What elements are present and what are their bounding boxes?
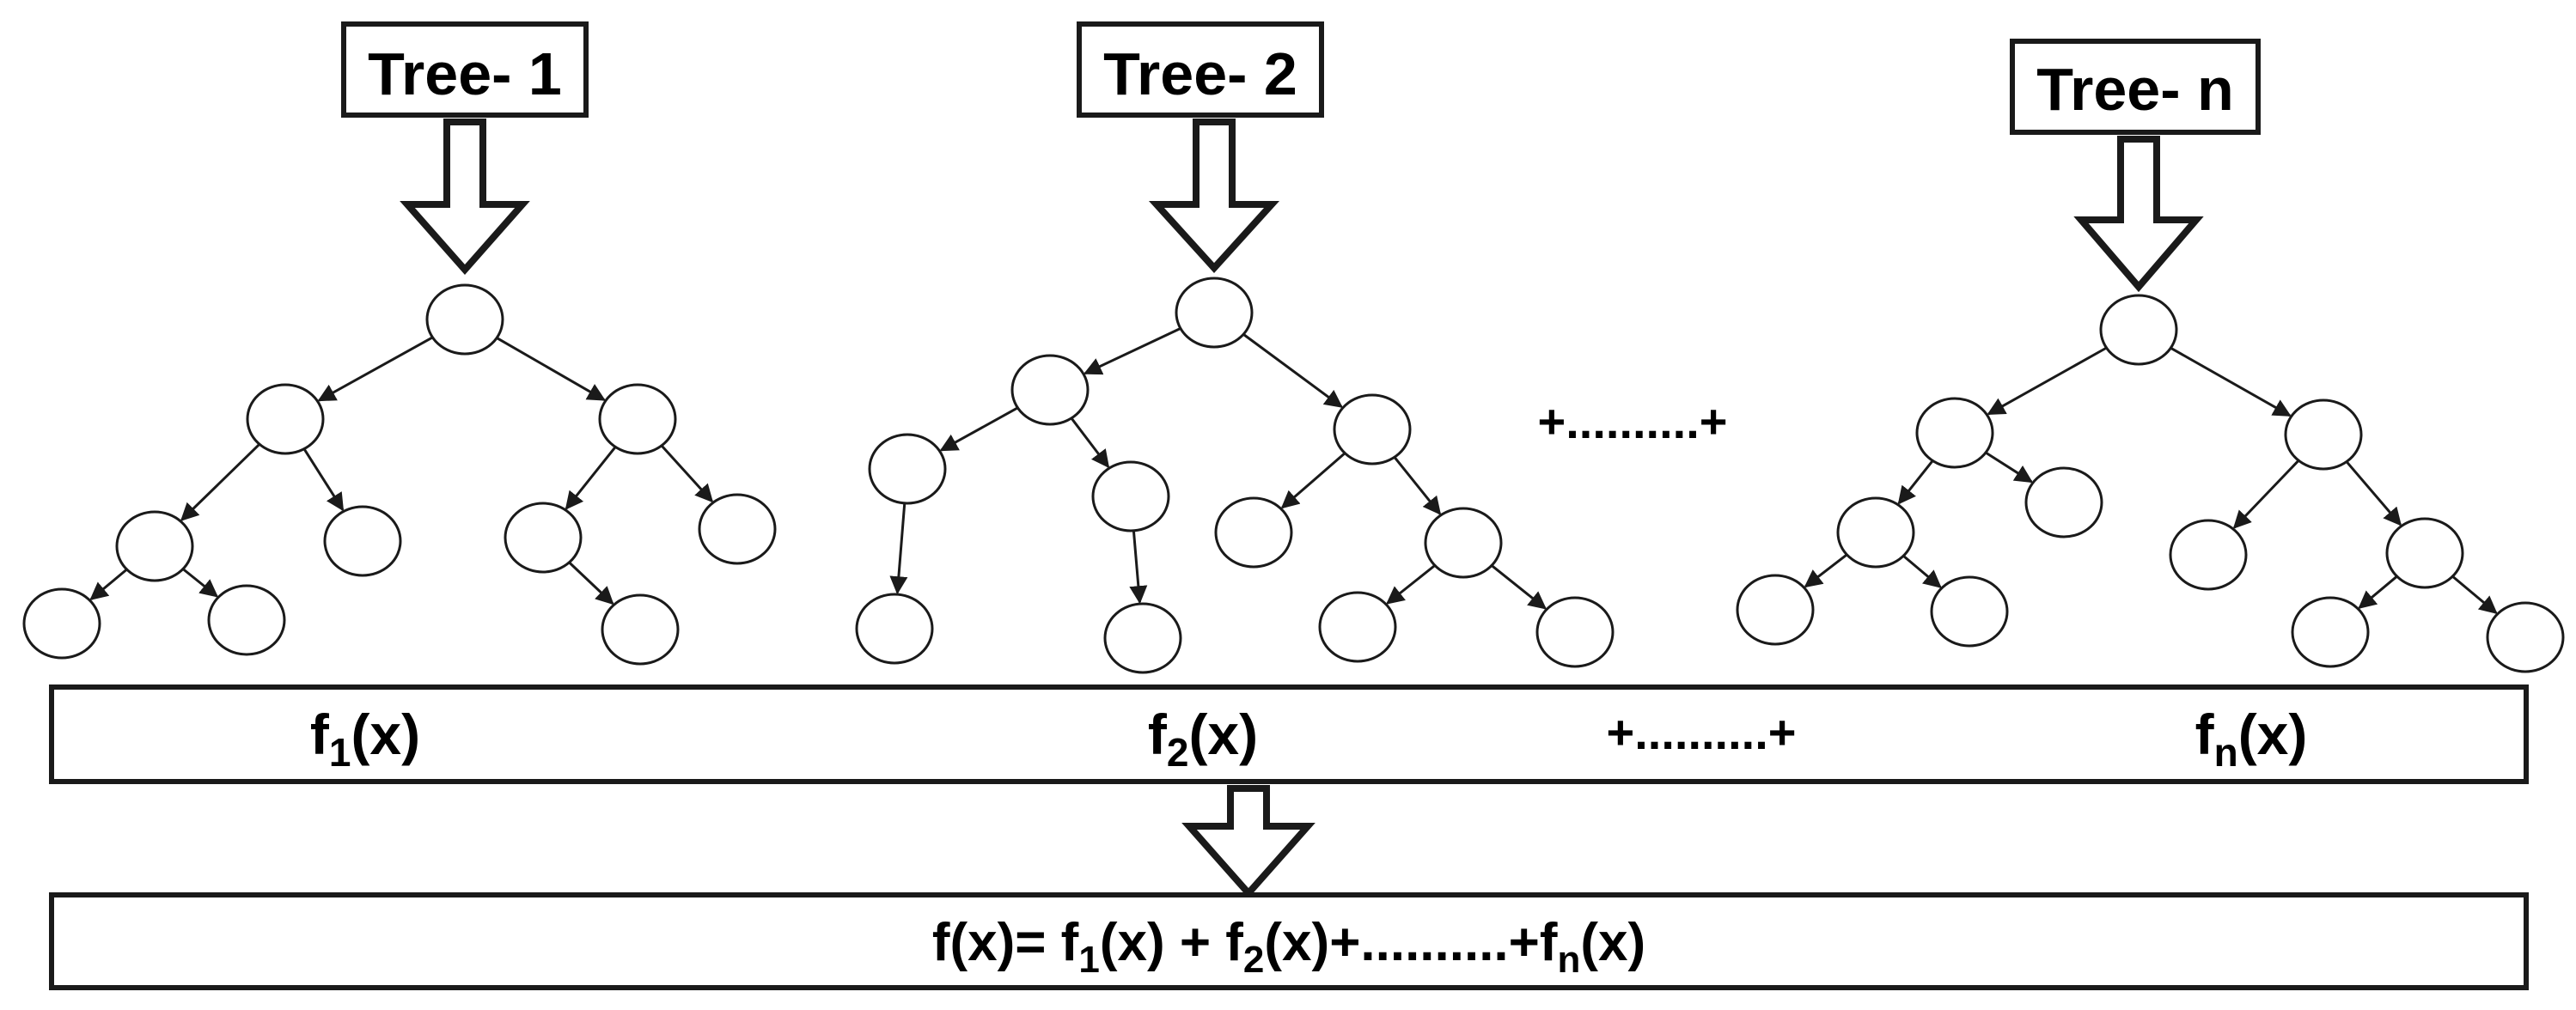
tree-node (115, 510, 194, 582)
tree-node (601, 593, 680, 666)
tree-n-graph (1736, 294, 2565, 673)
tree-node (2486, 601, 2565, 673)
tree-node (1930, 575, 2009, 648)
tree-edge-arrow (1242, 333, 1343, 408)
tree-edge-arrow (2345, 460, 2402, 526)
tree-node (1424, 507, 1503, 579)
tree-edge-arrow (180, 443, 261, 521)
tree-edge-arrow (1491, 564, 1547, 610)
tree-node (598, 383, 677, 455)
tree-1-title: Tree- 1 (368, 40, 562, 107)
tree-node (1010, 354, 1090, 426)
tree-2-title-box: Tree- 2 (1077, 21, 1324, 118)
tree-edge-arrow (1902, 555, 1942, 588)
tree-node (1091, 460, 1170, 532)
tree-node (22, 587, 101, 660)
tree-edge-arrow (1985, 451, 2034, 484)
tree-edge-arrow (182, 568, 219, 598)
tree-edge-arrow (1083, 327, 1181, 375)
tree-2-title: Tree- 2 (1103, 40, 1297, 107)
tree-edge-arrow (889, 502, 908, 595)
tree-node (2385, 517, 2464, 589)
tree-node (1736, 574, 1815, 646)
tree-edge-arrow (1897, 459, 1934, 505)
tree-edge-arrow (2232, 459, 2300, 529)
tree-node (855, 593, 934, 665)
combine-down-arrow-icon (1181, 785, 1315, 899)
tree-edge-arrow (2451, 575, 2498, 614)
trees-ellipsis: +..........+ (1538, 394, 1728, 448)
tree-edge-arrow (2170, 346, 2292, 417)
tree-node (698, 493, 777, 565)
tree-node (323, 505, 402, 577)
tree-2-graph (855, 277, 1615, 674)
tree-edge-arrow (302, 447, 345, 512)
tree-node (2284, 399, 2363, 471)
ensemble-formula: f(x)= f1(x) + f2(x)+..........+fn(x) (932, 913, 1645, 981)
tree-node (1915, 397, 1994, 469)
tree-node (1333, 393, 1412, 465)
tree-node (1535, 596, 1615, 668)
tree-edge-arrow (496, 337, 606, 401)
output-f1: f1(x) (310, 703, 420, 775)
tree-edge-arrow (1987, 346, 2108, 416)
tree-node (868, 433, 947, 505)
tree-n-title: Tree- n (2036, 56, 2234, 123)
tree-n-title-box: Tree- n (2010, 39, 2261, 135)
outputs-ellipsis: +..........+ (1607, 705, 1797, 759)
tree-edge-arrow (2358, 575, 2398, 609)
output-fn: fn(x) (2195, 703, 2308, 775)
tree-node (504, 502, 583, 574)
tree-node (246, 383, 325, 455)
tree-1-down-arrow-icon (400, 119, 530, 276)
tree-edge-arrow (568, 561, 614, 605)
tree-node (1318, 591, 1397, 663)
tree-edge-arrow (1393, 456, 1442, 515)
outputs-bar (49, 684, 2529, 784)
tree-node (1836, 496, 1915, 569)
tree-2-down-arrow-icon (1148, 119, 1280, 273)
output-f2: f2(x) (1148, 703, 1258, 775)
tree-edge-arrow (1386, 564, 1436, 605)
tree-node (2024, 466, 2103, 538)
tree-1-graph (22, 283, 777, 666)
tree-node (2169, 519, 2248, 591)
tree-edge-arrow (565, 446, 617, 510)
tree-node (1214, 496, 1293, 569)
tree-edge-arrow (317, 336, 434, 402)
tree-edge-arrow (939, 406, 1019, 452)
tree-edge-arrow (1804, 553, 1848, 588)
tree-root-node (425, 283, 504, 356)
tree-edge-arrow (89, 568, 128, 601)
tree-node (207, 584, 286, 656)
tree-n-down-arrow-icon (2073, 136, 2204, 293)
tree-root-node (1175, 277, 1254, 349)
tree-root-node (2099, 294, 2178, 366)
tree-edge-arrow (1280, 452, 1346, 509)
tree-node (2291, 596, 2370, 668)
tree-node (1103, 602, 1182, 674)
tree-edge-arrow (660, 444, 714, 503)
tree-1-title-box: Tree- 1 (341, 21, 589, 118)
tree-edge-arrow (1129, 530, 1148, 605)
tree-edge-arrow (1070, 417, 1110, 469)
formula-bar (49, 892, 2529, 990)
